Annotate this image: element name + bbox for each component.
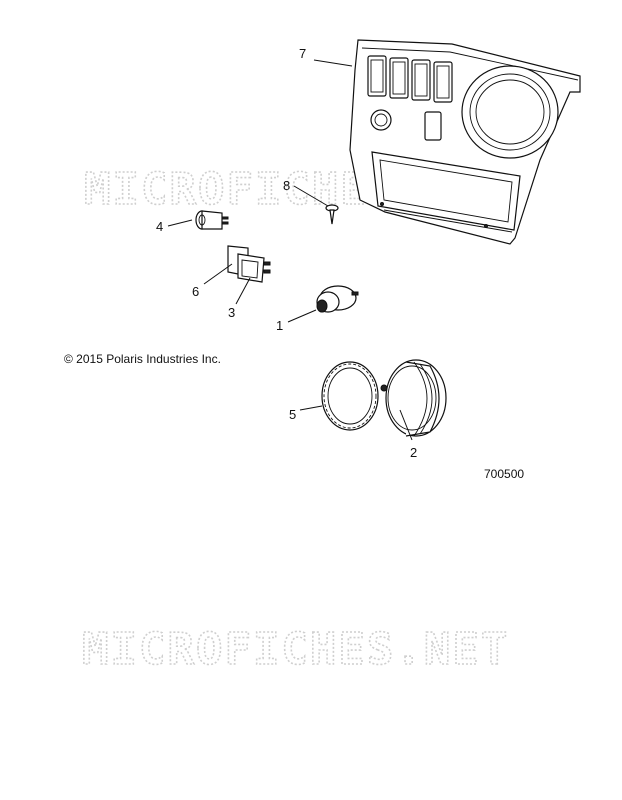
copyright-text: © 2015 Polaris Industries Inc. <box>64 352 221 366</box>
push-rivet-part <box>325 204 339 225</box>
dash-panel-part <box>349 39 581 245</box>
callout-5: 5 <box>289 407 296 422</box>
callout-2: 2 <box>410 445 417 460</box>
callout-3: 3 <box>228 305 235 320</box>
gauge-part <box>380 359 447 437</box>
ignition-switch-part <box>316 285 359 313</box>
callout-8: 8 <box>283 178 290 193</box>
callout-7: 7 <box>299 46 306 61</box>
callout-1: 1 <box>276 318 283 333</box>
watermark-bottom: MICROFICHES.NET <box>82 624 509 675</box>
figure-number: 700500 <box>484 467 524 481</box>
power-outlet-part <box>195 210 229 230</box>
callout-6: 6 <box>192 284 199 299</box>
gauge-bezel-part <box>321 361 379 431</box>
callout-4: 4 <box>156 219 163 234</box>
rocker-switch-part <box>227 245 271 283</box>
